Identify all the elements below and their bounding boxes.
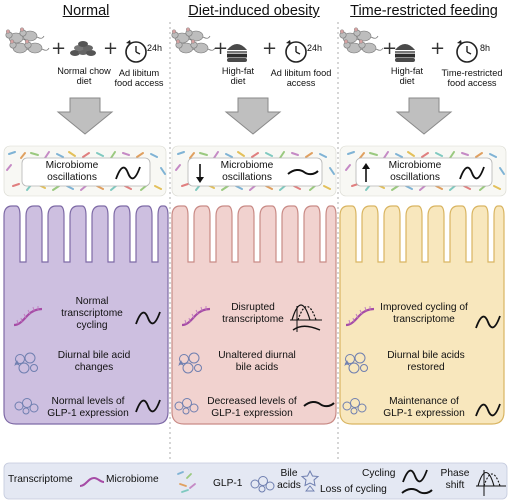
legend-phase-shift-icon — [476, 470, 506, 496]
bile-label: Unaltered diurnal bile acids — [218, 350, 296, 374]
column-trf-graphics: + + — [339, 28, 507, 425]
food-access-label: Ad libitum food access — [270, 68, 332, 89]
diet-label: Normal chow diet — [57, 66, 111, 87]
mice-icon — [172, 28, 215, 53]
arrow-down-icon — [225, 97, 281, 135]
arrow-down-icon — [396, 97, 452, 135]
food-access-label: Ad libitum food access — [114, 68, 164, 89]
legend-transcriptome-label: Transcriptome — [8, 474, 73, 485]
clock-label: 24h — [307, 43, 323, 53]
arrow-down-small-icon — [196, 177, 204, 183]
bile-label: Diurnal bile acids restored — [387, 350, 465, 374]
mice-icon — [6, 28, 49, 53]
food-access-label: Time-restricted food access — [441, 68, 503, 89]
mice-icon — [340, 28, 383, 53]
microbiome-label: Microbiome oscillations — [388, 160, 442, 183]
arrow-down-icon — [57, 97, 113, 135]
column-heading-normal: Normal — [62, 3, 110, 19]
svg-text:+: + — [262, 38, 277, 59]
diet-label: High-fat diet — [221, 66, 255, 87]
transcriptome-label: Improved cycling of transcriptome — [380, 302, 468, 326]
high-fat-diet-icon — [227, 44, 247, 62]
legend-glp1-label: GLP-1 — [213, 478, 243, 489]
microbiome-label: Microbiome oscillations — [220, 160, 274, 183]
legend-microbiome-label: Microbiome — [106, 474, 159, 485]
svg-text:+: + — [103, 38, 118, 59]
svg-text:+: + — [382, 38, 397, 59]
clock-icon — [125, 39, 147, 63]
phase-shift-icon — [290, 304, 322, 332]
legend-phase-shift-label: Phase shift — [440, 468, 470, 491]
clock-label: 24h — [147, 43, 163, 53]
legend-loss-of-cycling-label: Loss of cycling — [320, 484, 387, 495]
column-normal-graphics: + + — [3, 28, 169, 425]
legend-microbiome-icon — [177, 471, 196, 493]
svg-text:+: + — [430, 38, 445, 59]
high-fat-diet-icon — [395, 44, 415, 62]
svg-text:+: + — [51, 38, 66, 59]
glp1-label: Decreased levels of GLP-1 expression — [207, 396, 297, 420]
legend-graphics — [3, 462, 508, 500]
clock-label: 8h — [480, 43, 491, 53]
clock-icon — [456, 39, 478, 63]
column-obesity-graphics: + + — [171, 28, 337, 425]
clock-icon — [285, 39, 307, 63]
chow-diet-icon — [70, 41, 96, 56]
column-heading-trf: Time-restricted feeding — [350, 3, 498, 19]
transcriptome-label: Disrupted transcriptome — [222, 302, 284, 326]
transcriptome-label: Normal transcriptome cycling — [61, 296, 123, 332]
legend-transcriptome-icon — [79, 476, 105, 487]
glp1-label: Maintenance of GLP-1 expression — [383, 396, 465, 420]
legend-bile-acids-icon — [300, 469, 320, 492]
svg-text:+: + — [213, 38, 228, 59]
diet-label: High-fat diet — [390, 66, 424, 87]
microbiome-label: Microbiome oscillations — [45, 160, 99, 183]
legend-bile-acids-label: Bile acids — [277, 468, 301, 491]
bile-label: Diurnal bile acid changes — [57, 350, 131, 374]
glp1-label: Normal levels of GLP-1 expression — [47, 396, 129, 420]
legend-cycling-label: Cycling — [362, 468, 396, 479]
column-heading-obesity: Diet-induced obesity — [188, 3, 320, 19]
arrow-up-small-icon — [362, 163, 370, 169]
